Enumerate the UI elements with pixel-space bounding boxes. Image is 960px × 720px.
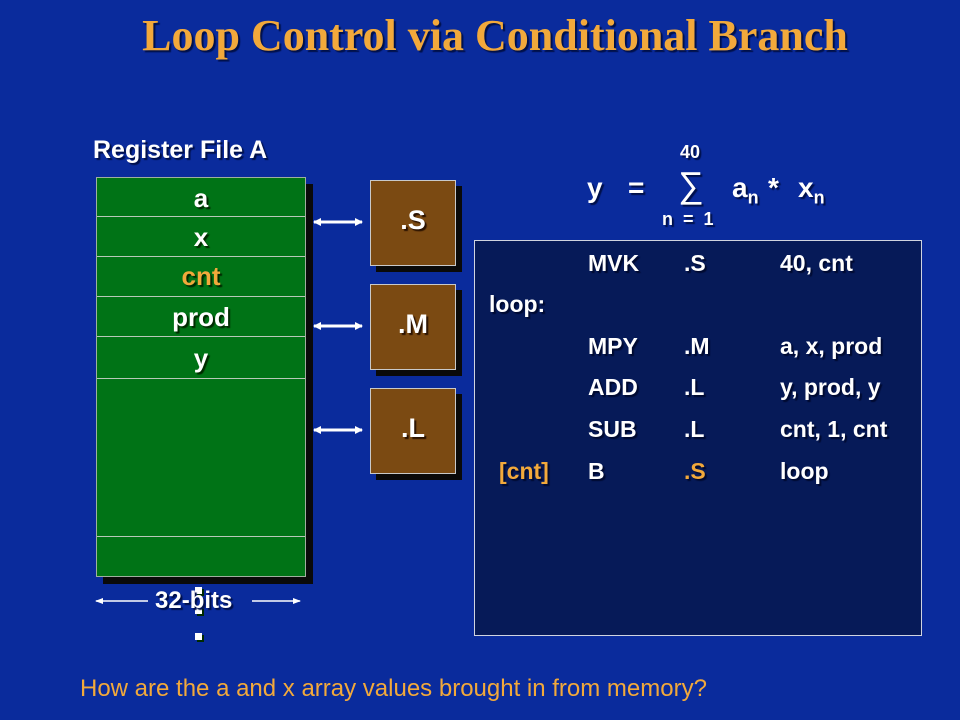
code-args: 40, cnt xyxy=(780,250,853,276)
equation-times: * xyxy=(768,172,779,203)
code-args: cnt, 1, cnt xyxy=(780,416,888,442)
slide-title: Loop Control via Conditional Branch xyxy=(142,11,848,60)
code-unit: .L xyxy=(684,374,705,400)
term-a: a xyxy=(732,172,748,203)
code-unit: .S xyxy=(684,250,706,276)
width-label: 32-bits xyxy=(155,587,233,614)
register-x: x xyxy=(97,217,305,257)
term-x-subscript: n xyxy=(813,187,825,208)
register-a: a xyxy=(97,178,305,217)
equation-term-x: xn xyxy=(798,172,825,209)
code-args: y, prod, y xyxy=(780,374,881,400)
code-unit: .L xyxy=(684,416,705,442)
code-unit: .S xyxy=(684,458,706,484)
term-a-subscript: n xyxy=(747,187,759,208)
ellipsis-dots-icon xyxy=(97,583,305,653)
code-unit: .M xyxy=(684,333,710,359)
code-panel xyxy=(474,240,922,636)
register-more xyxy=(97,379,305,537)
equation-term-a: an xyxy=(732,172,759,209)
code-op: B xyxy=(588,458,605,484)
code-args: a, x, prod xyxy=(780,333,883,359)
code-args: loop xyxy=(780,458,829,484)
code-op: ADD xyxy=(588,374,638,400)
register-file: a x cnt prod y xyxy=(96,177,306,640)
code-condition: [cnt] xyxy=(499,458,549,484)
sum-upper-limit: 40 xyxy=(680,142,701,162)
register-y: y xyxy=(97,337,305,379)
code-op: MVK xyxy=(588,250,640,276)
register-file-title: Register File A xyxy=(93,136,268,164)
m-unit: .M xyxy=(370,284,456,370)
term-x: x xyxy=(798,172,814,203)
question-text: How are the a and x array values brought… xyxy=(80,675,707,702)
equation-equals: = xyxy=(628,172,645,203)
code-label-loop: loop: xyxy=(489,291,546,317)
code-op: MPY xyxy=(588,333,638,359)
equation-lhs: y xyxy=(587,172,603,203)
register-prod: prod xyxy=(97,297,305,337)
code-op: SUB xyxy=(588,416,637,442)
sum-lower-limit: n = 1 xyxy=(662,209,714,229)
sigma-icon: ∑ xyxy=(678,164,704,205)
s-unit: .S xyxy=(370,180,456,266)
l-unit: .L xyxy=(370,388,456,474)
register-cnt: cnt xyxy=(97,257,305,297)
